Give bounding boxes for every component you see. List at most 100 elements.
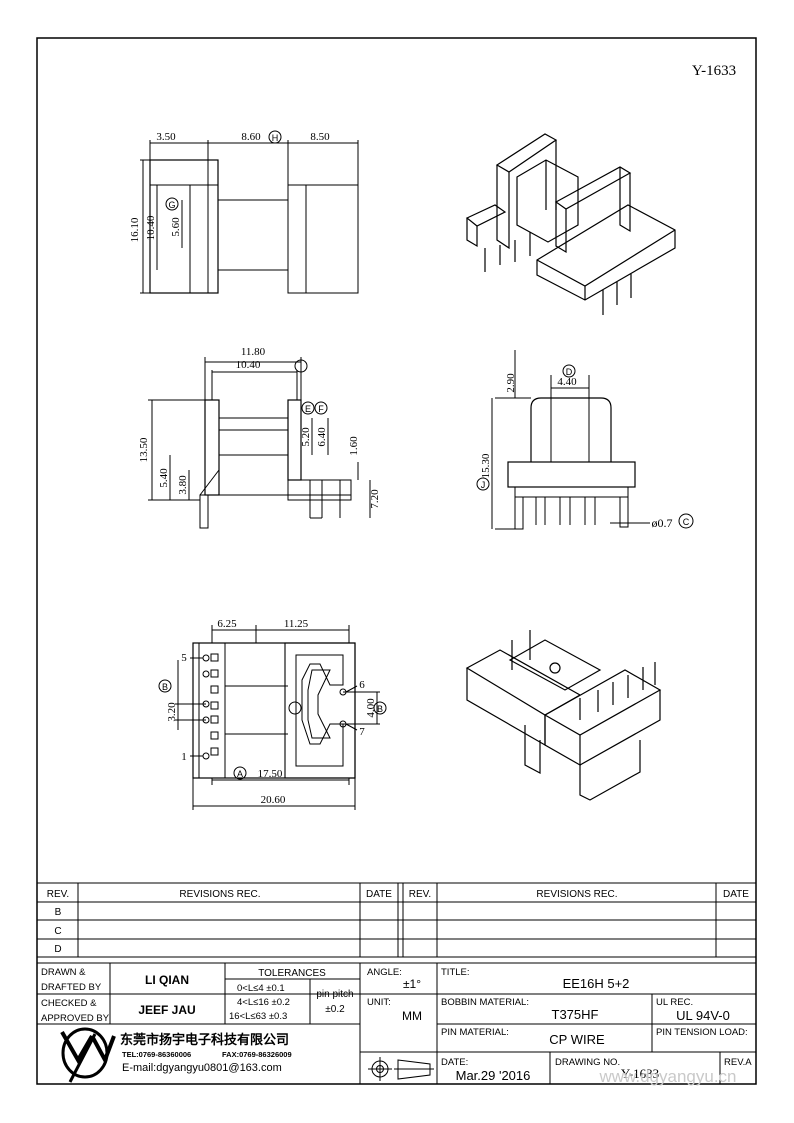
callout-circle: [562, 364, 576, 378]
drawn-value: LI QIAN: [145, 973, 189, 987]
pin-material-label: PIN MATERIAL:: [441, 1027, 509, 1038]
callout-circle: [373, 701, 387, 715]
company-fax: FAX:0769-86326009: [222, 1050, 292, 1059]
dim-label: 1.60: [348, 436, 360, 456]
drawn-label-line1: DRAWN &: [41, 967, 86, 978]
date-header: DATE: [366, 889, 392, 900]
bottom-view: [175, 625, 380, 810]
angle-label: ANGLE:: [367, 967, 402, 978]
dim-label: ø0.7: [652, 516, 673, 530]
side-view-labels: 11.80 10.40 13.50 5.40 3.80 5.20 6.40 1.…: [138, 346, 381, 509]
callout-letter: H: [272, 133, 279, 143]
date-label: DATE:: [441, 1057, 468, 1068]
dim-label: 6.25: [217, 618, 237, 630]
dim-label: 8.60: [241, 131, 261, 143]
date-header: DATE: [723, 889, 749, 900]
unit-value: MM: [402, 1009, 422, 1023]
rev-label: REV.A: [724, 1057, 752, 1068]
callout-letter: A: [237, 769, 243, 779]
dim-label: 8.50: [310, 131, 330, 143]
front-view: [491, 350, 650, 530]
callout-circle: [678, 513, 694, 529]
rev-header: REV.: [409, 889, 431, 900]
sheet-border: [36, 37, 757, 1085]
rec-header: REVISIONS REC.: [536, 889, 617, 900]
callout-letter: F: [318, 404, 324, 414]
pin-label: 6: [359, 679, 365, 691]
company-tel: TEL:0769-86360006: [122, 1050, 191, 1059]
date-value: Mar.29 '2016: [456, 1068, 531, 1083]
top-right-flange-inner: [287, 184, 307, 294]
pin-pitch-value: ±0.2: [325, 1004, 345, 1015]
dim-label: 10.40: [145, 215, 157, 240]
rec-header: REVISIONS REC.: [179, 889, 260, 900]
callout-circle: [165, 197, 179, 211]
drawing-id-top: Y-1633: [692, 63, 736, 79]
callout-circle: [314, 401, 328, 415]
callout-letter: C: [683, 517, 690, 527]
dim-label: 7.20: [369, 489, 381, 509]
dim-label: 4.00: [365, 698, 377, 718]
dim-label: 3.50: [156, 131, 176, 143]
isometric-view-bottom: [465, 630, 662, 801]
ul-rec-value: UL 94V-0: [676, 1008, 730, 1023]
checked-value: JEEF JAU: [138, 1003, 195, 1017]
callout-circle: [268, 130, 282, 144]
drawing-no-label: DRAWING NO.: [555, 1057, 620, 1068]
callout-letter: D: [566, 367, 573, 377]
dim-label: 5.40: [158, 468, 170, 488]
title-block-labels: DRAWN & DRAFTED BY LI QIAN CHECKED &APPRO…: [41, 967, 752, 1086]
callout-letter: J: [481, 480, 486, 490]
pin-label: 1: [181, 751, 187, 763]
drawn-label: DRAWN & DRAFTED BY: [41, 967, 102, 993]
revisions-table: [37, 882, 756, 964]
dim-label: 6.40: [316, 427, 328, 447]
bobbin-material-value: T375HF: [552, 1007, 599, 1022]
callout-circle: [233, 766, 247, 780]
callout-circle: [294, 359, 308, 373]
dim-label: 11.25: [284, 618, 309, 630]
checked-label: CHECKED &APPROVED BY: [41, 998, 110, 1024]
dim-label: 3.20: [166, 702, 178, 722]
drawn-label-line2: DRAFTED BY: [41, 982, 102, 993]
dim-label: 11.80: [241, 346, 266, 358]
isometric-view-top: [465, 133, 676, 315]
rev-row-label: C: [54, 926, 61, 937]
pin-label: 7: [359, 726, 365, 738]
top-view-labels: 3.50 8.60 8.50 16.10 10.40 5.60 H G: [129, 130, 330, 242]
dim-label: 15.30: [480, 453, 492, 478]
company-name: 东莞市扬宇电子科技有限公司: [120, 1032, 289, 1047]
unit-label: UNIT:: [367, 997, 391, 1008]
dim-label: 3.80: [177, 475, 189, 495]
ul-rec-label: UL REC.: [656, 997, 693, 1008]
callout-circle: [301, 401, 315, 415]
dim-label: 5.60: [170, 217, 182, 237]
company-email: E-mail:dgyangyu0801@163.com: [122, 1062, 282, 1074]
rev-row-label: B: [55, 907, 62, 918]
revisions-labels: REV. REVISIONS REC. DATE REV. REVISIONS …: [47, 889, 750, 955]
tol-row: 0<L≤4 ±0.1: [237, 983, 285, 994]
pin-material-value: CP WIRE: [549, 1032, 605, 1047]
bottom-view-labels: 6.25 11.25 3.20 4.00 17.50 20.60 5 1 6 7…: [158, 618, 387, 806]
top-view: [140, 140, 359, 294]
rev-row-label: D: [54, 944, 61, 955]
dim-label: 16.10: [129, 217, 141, 242]
watermark: www.dgyangyu.cn: [598, 1067, 736, 1086]
title-value: EE16H 5+2: [563, 976, 630, 991]
callout-letter: B: [162, 682, 168, 692]
top-right-flange: [287, 184, 359, 294]
side-view: [148, 357, 371, 529]
dim-label: 17.50: [258, 768, 283, 780]
front-view-labels: 2.90 4.40 15.30 ø0.7 D J C: [476, 364, 694, 530]
callout-letter: E: [305, 404, 311, 414]
rev-header: REV.: [47, 889, 69, 900]
company-logo: [60, 1027, 116, 1083]
pin-label: 5: [181, 652, 187, 664]
tol-row: 4<L≤16 ±0.2: [237, 997, 290, 1008]
top-left-flange: [189, 184, 219, 294]
callout-letter: B: [377, 704, 383, 714]
top-left-flange-inner: [207, 184, 219, 294]
callout-circle: [476, 477, 490, 491]
dim-label: 20.60: [261, 794, 286, 806]
